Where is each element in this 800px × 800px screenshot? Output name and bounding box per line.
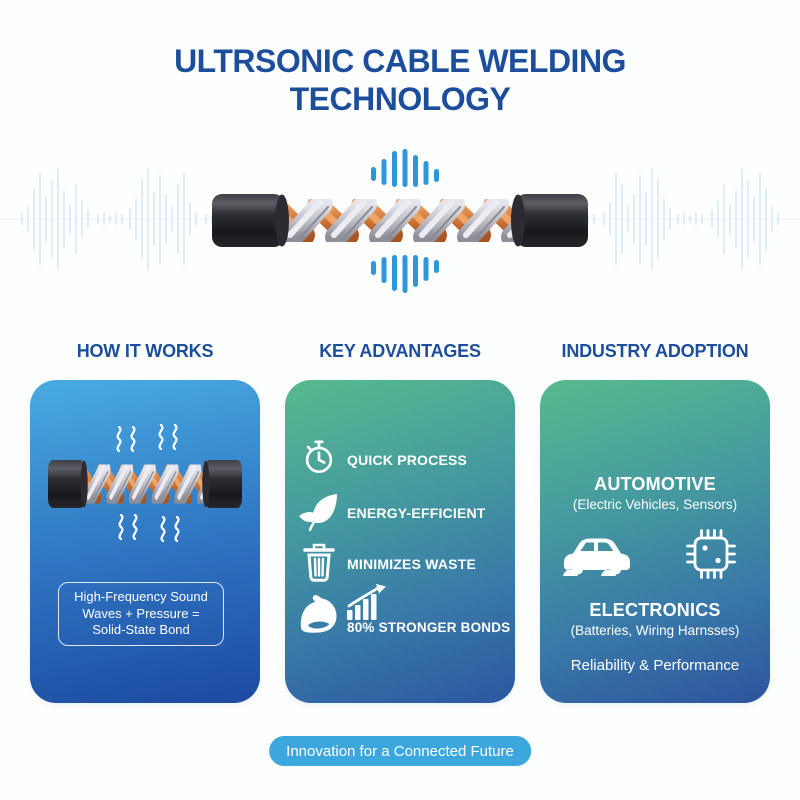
page-title-line1: ULTRSONIC CABLE WELDING	[174, 43, 626, 79]
stopwatch-icon	[305, 440, 333, 474]
process-caption-box: High-Frequency Sound Waves + Pressure = …	[58, 582, 224, 646]
ultrasonic-cable-illustration	[212, 194, 588, 247]
electronics-subtitle: (Batteries, Wiring Harnsses)	[570, 623, 740, 638]
bicep-icon	[300, 594, 337, 633]
advantage-label: ENERGY-EFFICIENT	[347, 505, 486, 521]
chip-icon	[686, 529, 736, 579]
page-title-line2: TECHNOLOGY	[289, 81, 511, 117]
card-industry-adoption: AUTOMOTIVE (Electric Vehicles, Sensors)	[540, 380, 770, 703]
heading-key-advantages: KEY ADVANTAGES	[319, 341, 481, 361]
page-title: ULTRSONIC CABLE WELDING TECHNOLOGY	[0, 42, 800, 118]
vibrating-cable-illustration	[48, 460, 242, 508]
sound-wave-bars-top-icon	[371, 147, 439, 193]
card-how-it-works: High-Frequency Sound Waves + Pressure = …	[30, 380, 260, 703]
caption-line2: Waves + Pressure =	[82, 605, 200, 621]
vibration-squiggle-icon	[158, 516, 184, 543]
vibration-squiggle-icon	[114, 426, 140, 453]
card-key-advantages: QUICK PROCESS ENERGY-EFFICIENT MINIMIZES…	[285, 380, 515, 703]
automotive-subtitle: (Electric Vehicles, Sensors)	[572, 497, 738, 512]
advantage-label: MINIMIZES WASTE	[347, 556, 476, 572]
growth-chart-icon	[347, 584, 386, 620]
advantage-label: QUICK PROCESS	[347, 452, 468, 468]
sound-wave-bars-bottom-icon	[371, 249, 439, 295]
caption-line3: Solid-State Bond	[92, 622, 190, 637]
reliability-footnote: Reliability & Performance	[570, 657, 740, 674]
vibration-squiggle-icon	[116, 514, 142, 541]
advantage-label: 80% STRONGER BONDS	[347, 620, 511, 635]
leaf-icon	[299, 494, 337, 532]
vibration-squiggle-icon	[156, 424, 182, 451]
trash-icon	[303, 543, 335, 582]
heading-industry-adoption: INDUSTRY ADOPTION	[561, 341, 749, 361]
heading-how-it-works: HOW IT WORKS	[76, 341, 214, 361]
car-icon	[563, 538, 630, 576]
footer-badge: Innovation for a Connected Future	[269, 736, 531, 766]
automotive-title: AUTOMOTIVE	[594, 474, 716, 494]
caption-line1: High-Frequency Sound	[74, 589, 208, 604]
background-audio-waveform	[0, 168, 800, 270]
electronics-title: ELECTRONICS	[589, 600, 721, 620]
